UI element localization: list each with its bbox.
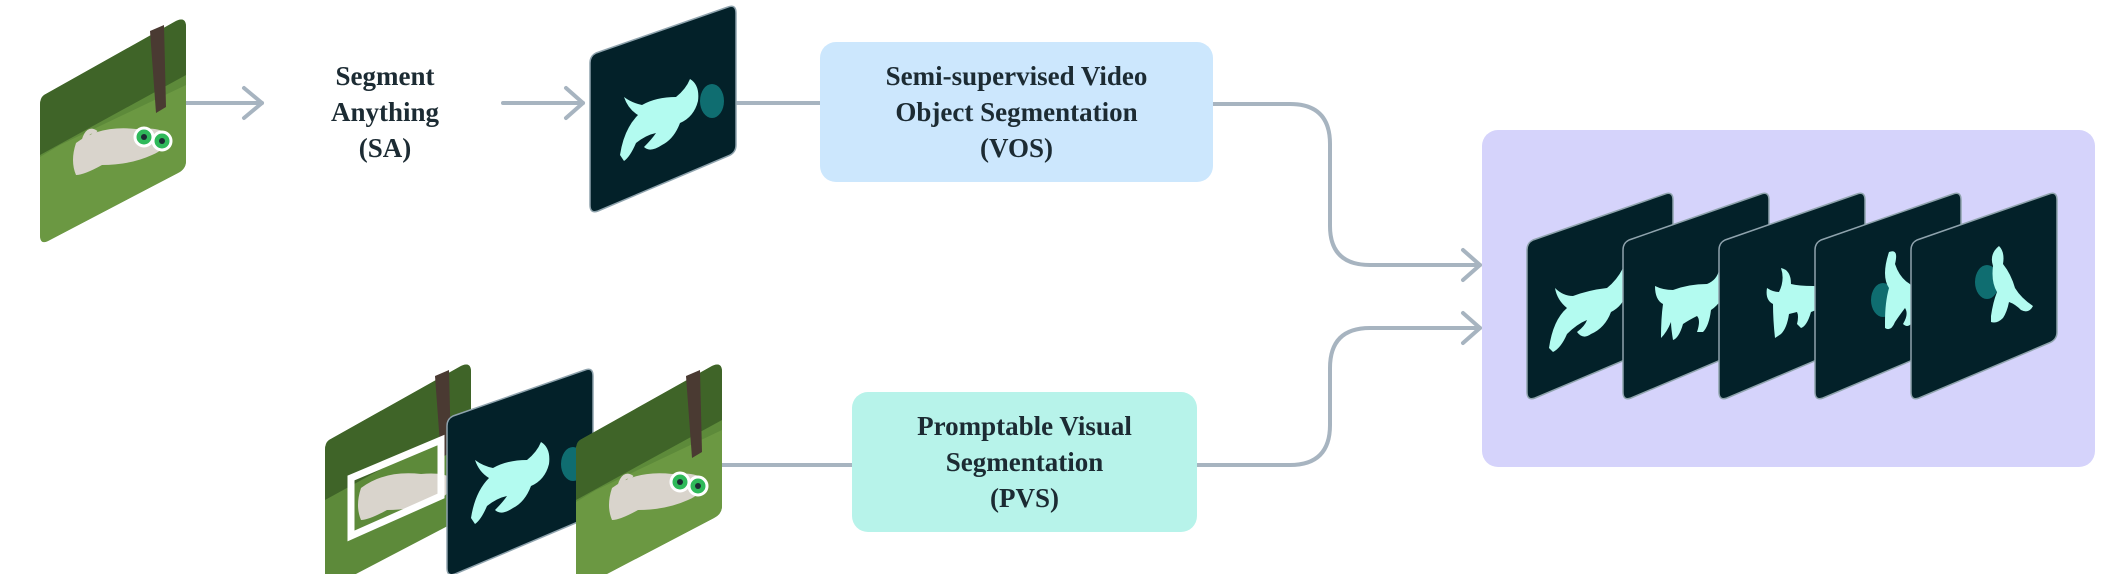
output-mask-frame-1 — [1526, 192, 1674, 400]
vos-box: Semi-supervised Video Object Segmentatio… — [820, 42, 1213, 182]
output-mask-frame-3 — [1718, 192, 1866, 400]
output-mask-frame-2 — [1622, 192, 1770, 400]
arrow-image-to-sa-head — [242, 86, 264, 120]
sa-mask-icon — [589, 5, 737, 213]
line-pvs-to-output — [1195, 326, 1482, 467]
sa-label: Segment Anything (SA) — [300, 58, 470, 166]
vos-label-line-2: Object Segmentation — [895, 97, 1138, 127]
sa-label-line-2: Anything — [330, 97, 440, 127]
line-vos-to-output — [1211, 102, 1482, 267]
pvs-label-line-2: Segmentation — [945, 447, 1104, 477]
sa-label-line-1: Segment — [335, 61, 435, 91]
pvs-label-line-1: Promptable Visual — [917, 411, 1132, 441]
connectors — [184, 86, 1482, 467]
pvs-frames — [325, 364, 722, 574]
input-image-icon — [40, 19, 186, 242]
arrow-sa-to-mask-head — [564, 86, 585, 120]
point-prompt-frame-icon — [576, 364, 722, 574]
arrow-pvs-to-output-head — [1461, 311, 1482, 345]
sa-label-line-3: (SA) — [358, 133, 412, 163]
vos-label-line-1: Semi-supervised Video — [885, 61, 1148, 91]
pvs-label-line-3: (PVS) — [990, 483, 1059, 513]
pvs-box: Promptable Visual Segmentation (PVS) — [852, 392, 1197, 532]
arrow-vos-to-output-head — [1461, 248, 1482, 282]
output-frames — [1526, 192, 2058, 400]
output-mask-frame-5 — [1910, 192, 2058, 400]
vos-label-line-3: (VOS) — [980, 133, 1053, 163]
